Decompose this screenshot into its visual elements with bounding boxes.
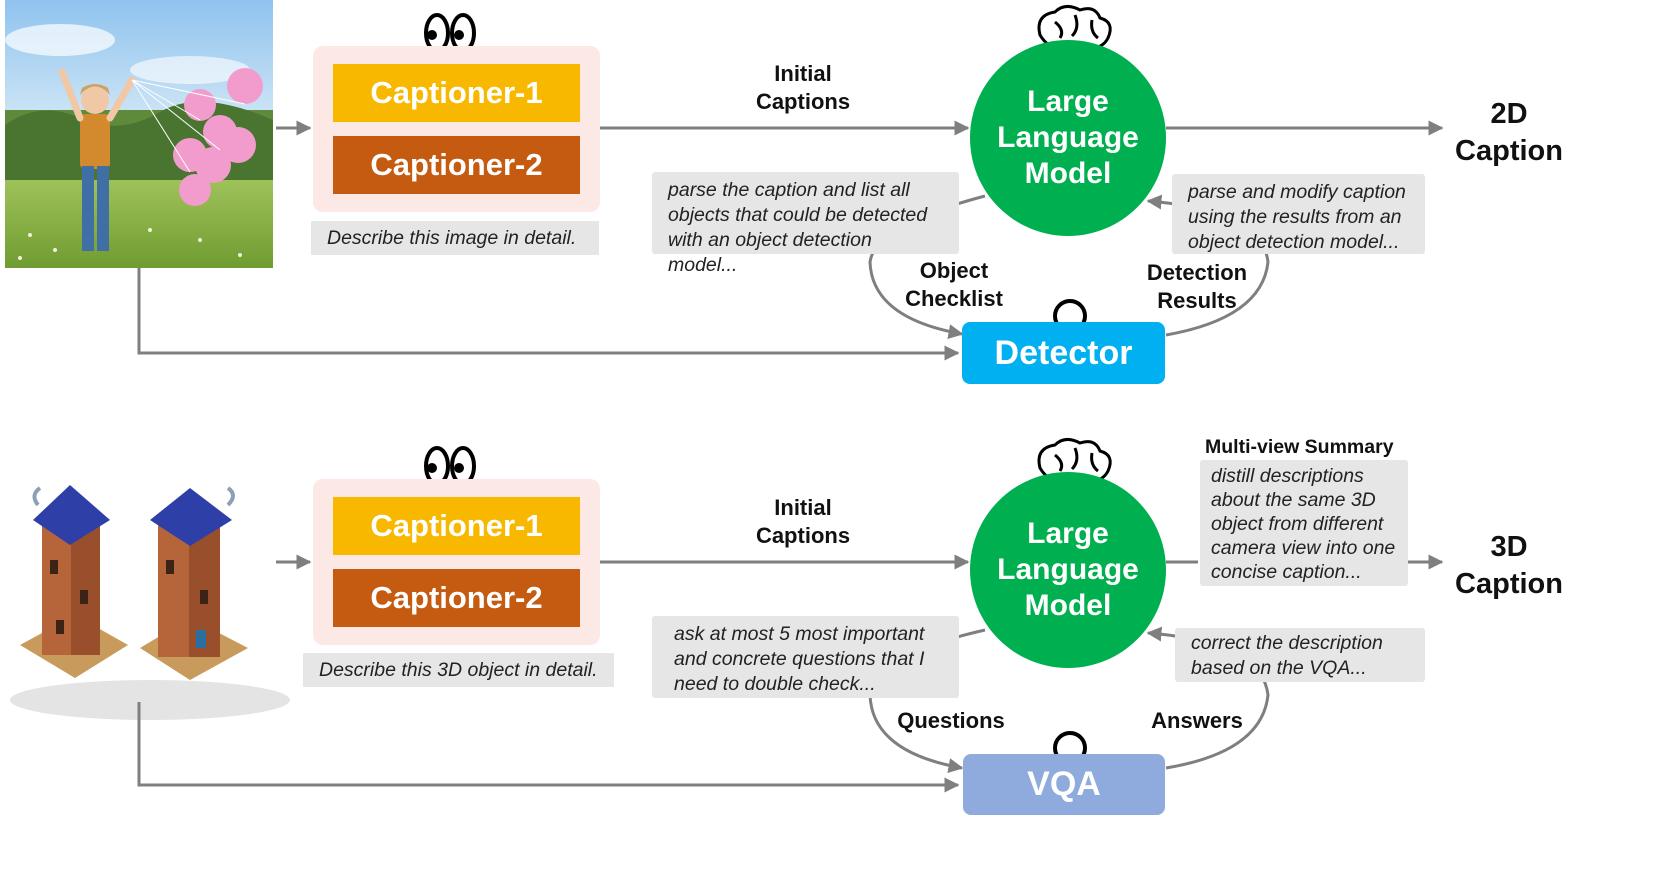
llm-circle-top: Large Language Model bbox=[970, 40, 1166, 236]
initial-captions-label-bottom: Initial Captions bbox=[755, 495, 851, 548]
render-3d-tower bbox=[10, 485, 290, 720]
captioner-2-bottom: Captioner-2 bbox=[333, 569, 580, 627]
output-2d-caption: 2D Caption bbox=[1455, 98, 1563, 167]
prompt-bottom: Describe this 3D object in detail. bbox=[303, 653, 614, 687]
eyes-icon bbox=[424, 13, 476, 53]
captioner-1-top: Captioner-1 bbox=[333, 64, 580, 122]
captioner-2-top: Captioner-2 bbox=[333, 136, 580, 194]
vqa-box: VQA bbox=[963, 754, 1165, 815]
note-correct-description: correct the description based on the VQA… bbox=[1175, 628, 1425, 682]
note-multi-view-summary: distill descriptions about the same 3D o… bbox=[1200, 460, 1408, 586]
detection-results-label: Detection Results bbox=[1146, 260, 1248, 313]
answers-label: Answers bbox=[1151, 708, 1243, 733]
captioner-1-bottom: Captioner-1 bbox=[333, 497, 580, 555]
output-3d-caption: 3D Caption bbox=[1455, 531, 1563, 600]
note-parse-caption: parse the caption and list all objects t… bbox=[652, 172, 959, 276]
note-modify-caption: parse and modify caption using the resul… bbox=[1172, 174, 1425, 254]
multi-view-summary-title: Multi-view Summary bbox=[1205, 436, 1394, 458]
questions-label: Questions bbox=[897, 708, 1005, 733]
object-checklist-label: Object Checklist bbox=[905, 258, 1003, 311]
llm-circle-bottom: Large Language Model bbox=[970, 472, 1166, 668]
prompt-top: Describe this image in detail. bbox=[311, 221, 599, 255]
note-ask-questions: ask at most 5 most important and concret… bbox=[652, 616, 959, 698]
photo-girl-balloons bbox=[5, 0, 273, 268]
detector-box: Detector bbox=[962, 322, 1165, 384]
initial-captions-label-top: Initial Captions bbox=[755, 61, 851, 114]
